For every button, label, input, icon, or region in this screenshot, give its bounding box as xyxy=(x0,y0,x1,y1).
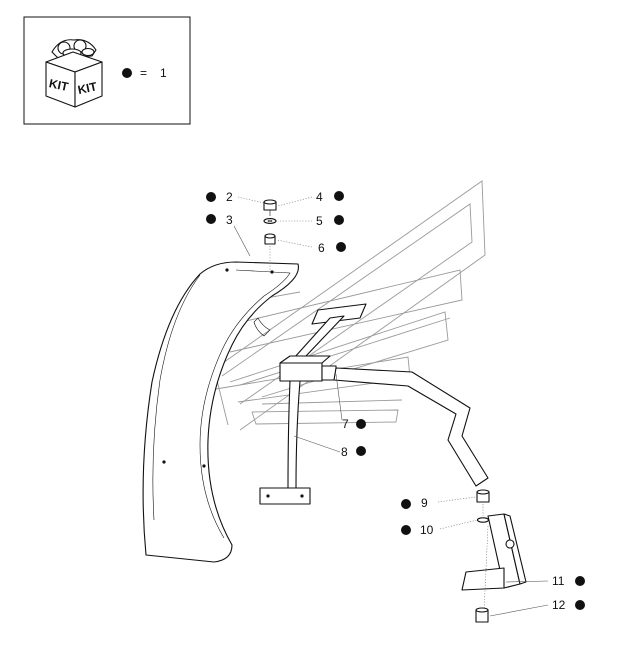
background-cab-outline xyxy=(189,180,486,431)
kit-dot xyxy=(356,419,366,429)
kit-dot xyxy=(356,446,366,456)
callout-12: 12 xyxy=(552,598,585,612)
lower-bracket xyxy=(461,513,527,613)
leader-lines xyxy=(233,196,549,617)
kit-dot xyxy=(336,242,346,252)
callout-2: 2 xyxy=(206,190,233,204)
kit-dot xyxy=(575,600,585,610)
kit-dot xyxy=(206,192,216,202)
callout-4: 4 xyxy=(316,190,344,204)
kit-text-right: KIT xyxy=(76,79,98,97)
legend-value: 1 xyxy=(160,66,167,80)
callout-3: 3 xyxy=(206,213,233,227)
fender-bracket xyxy=(259,303,367,505)
callout-label: 7 xyxy=(342,417,349,431)
callout-11: 11 xyxy=(552,574,585,588)
kit-dot xyxy=(401,525,411,535)
kit-legend: KIT KIT = 1 xyxy=(23,16,191,125)
callout-label: 8 xyxy=(341,445,348,459)
callout-label: 11 xyxy=(552,574,565,588)
legend-equals: = xyxy=(140,66,147,80)
callout-label: 12 xyxy=(552,598,566,612)
kit-dot xyxy=(401,499,411,509)
kit-dot xyxy=(575,576,585,586)
fastener-stack-bottom xyxy=(476,489,490,523)
callout-8: 8 xyxy=(341,445,366,459)
callout-5: 5 xyxy=(316,214,344,228)
callout-label: 5 xyxy=(316,214,323,228)
callout-label: 6 xyxy=(318,241,325,255)
callout-label: 4 xyxy=(316,190,323,204)
kit-box-icon: KIT KIT xyxy=(45,39,103,108)
lower-spacer xyxy=(475,607,489,623)
callout-7: 7 xyxy=(342,417,366,431)
kit-marker-dot xyxy=(122,68,132,78)
kit-dot xyxy=(334,191,344,201)
kit-dot xyxy=(206,214,216,224)
support-arm xyxy=(333,367,489,487)
callout-6: 6 xyxy=(318,241,346,255)
kit-dot xyxy=(334,215,344,225)
fastener-stack-top xyxy=(263,199,277,270)
callout-label: 2 xyxy=(226,190,233,204)
callout-9: 9 xyxy=(401,496,428,510)
callout-label: 3 xyxy=(226,213,233,227)
kit-text-left: KIT xyxy=(48,76,70,94)
callout-label: 9 xyxy=(421,496,428,510)
callout-label: 10 xyxy=(420,523,434,537)
fender xyxy=(142,261,300,563)
callout-10: 10 xyxy=(401,523,434,537)
